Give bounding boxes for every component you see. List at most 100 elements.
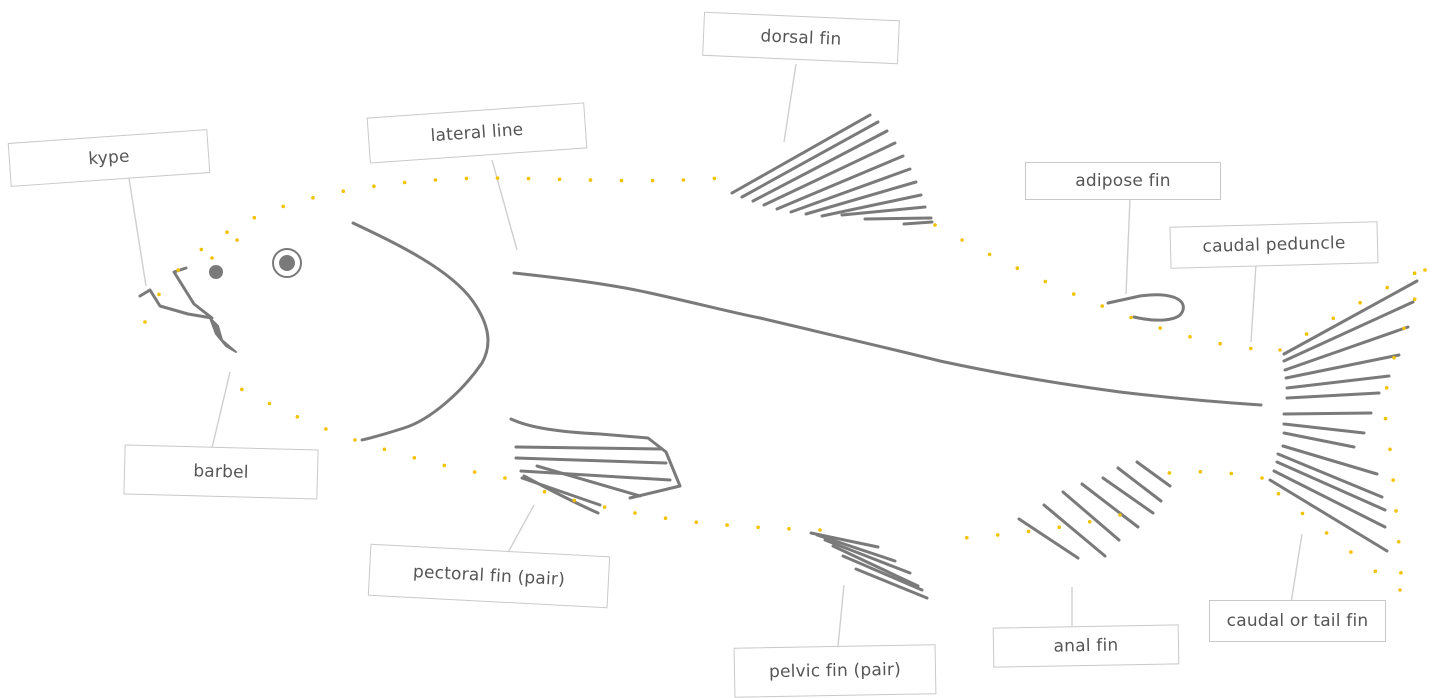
outline-dot [1349,550,1353,554]
outline-dot [1278,348,1282,352]
outline-dot [725,523,729,527]
outline-dot [664,516,668,520]
outline-dot [1398,588,1402,592]
outline-dot [157,293,161,297]
outline-dot [268,402,272,406]
outline-dot [465,177,469,181]
outline-dot [413,456,417,460]
outline-dot [1129,316,1133,320]
outline-dot [403,181,407,185]
outline-dot [496,176,500,180]
anal-fin-rays [1019,462,1170,558]
outline-dot [1044,280,1048,284]
outline-dot [620,179,624,183]
outline-dot [473,470,477,474]
leader-dorsal [784,64,796,142]
outline-dot [960,238,964,242]
barbel-shape [210,318,236,352]
jaw-line [140,268,212,318]
outline-dot [296,415,300,419]
outline-dot [1188,335,1192,339]
outline-dot [1384,417,1388,421]
leader-barbel [212,372,230,448]
outline-dot [713,177,717,181]
outline-dot [1305,332,1309,336]
leader-adipose [1126,198,1130,294]
outline-dot [324,427,328,431]
label-dorsal-fin: dorsal fin [702,12,900,65]
outline-dot [988,253,992,257]
outline-dot [253,216,257,220]
pelvic-fin-rays [811,533,927,598]
outline-dot [1088,520,1092,524]
leader-peduncle [1251,264,1256,342]
outline-dot [1100,304,1104,308]
outline-dot [965,536,969,540]
outline-dot [143,320,147,324]
outline-dot [1332,317,1336,321]
outline-dot [573,499,577,503]
outline-dot [353,438,357,442]
outline-dot [1301,512,1305,516]
nostril [209,265,223,279]
outline-dot [589,178,593,182]
leader-kype [128,172,146,286]
outline-dot [235,238,239,242]
outline-dot [1402,327,1406,331]
outline-dot [225,230,229,234]
label-adipose-fin: adipose fin [1025,162,1221,200]
outline-dot [1158,326,1162,330]
outline-dot [1249,347,1253,351]
outline-dot [756,526,760,530]
outline-dot [1385,286,1389,290]
label-barbel: barbel [123,444,318,499]
outline-dot [1397,540,1401,544]
pectoral-fin-rays [511,419,680,513]
gill-cover-line [353,223,488,440]
outline-dot [210,256,214,260]
leader-caudal [1291,534,1302,603]
outline-dot [1399,571,1403,575]
outline-dot [1423,268,1427,272]
outline-dot [1072,292,1076,296]
label-anal-fin: anal fin [993,624,1180,667]
outline-dot [543,490,547,494]
outline-dot [1325,531,1329,535]
dorsal-fin-rays [732,115,932,224]
outline-dot [1016,266,1020,270]
leader-lateral [492,160,517,250]
outline-dot [281,205,285,209]
outline-dot [383,448,387,452]
outline-dot [558,178,562,182]
outline-dot [1277,492,1281,496]
outline-dot [1358,301,1362,305]
outline-dot [503,476,507,480]
outline-dot [933,223,937,227]
outline-dot [176,268,180,272]
outline-dot [1413,271,1417,275]
outline-dot [603,505,607,509]
outline-dot [443,464,447,468]
outline-dot [996,533,1000,537]
outline-dot [200,248,204,252]
outline-dot [695,520,699,524]
outline-dot [372,184,376,188]
outline-dot [1218,342,1222,346]
label-caudal-fin: caudal or tail fin [1209,600,1386,642]
outline-dot [1199,470,1203,474]
leader-lines [128,64,1302,646]
outline-dot [1413,297,1417,301]
outline-dot [682,178,686,182]
outline-dot [1027,530,1031,534]
outline-dot [1230,472,1234,476]
outline-dot [1374,569,1378,573]
lateral-line [514,273,1261,405]
outline-dot [1057,525,1061,529]
outline-dot [1388,448,1392,452]
outline-dot [1391,478,1395,482]
outline-dot [633,511,637,515]
label-pelvic-fin: pelvic fin (pair) [734,644,937,698]
outline-dot [1260,476,1264,480]
